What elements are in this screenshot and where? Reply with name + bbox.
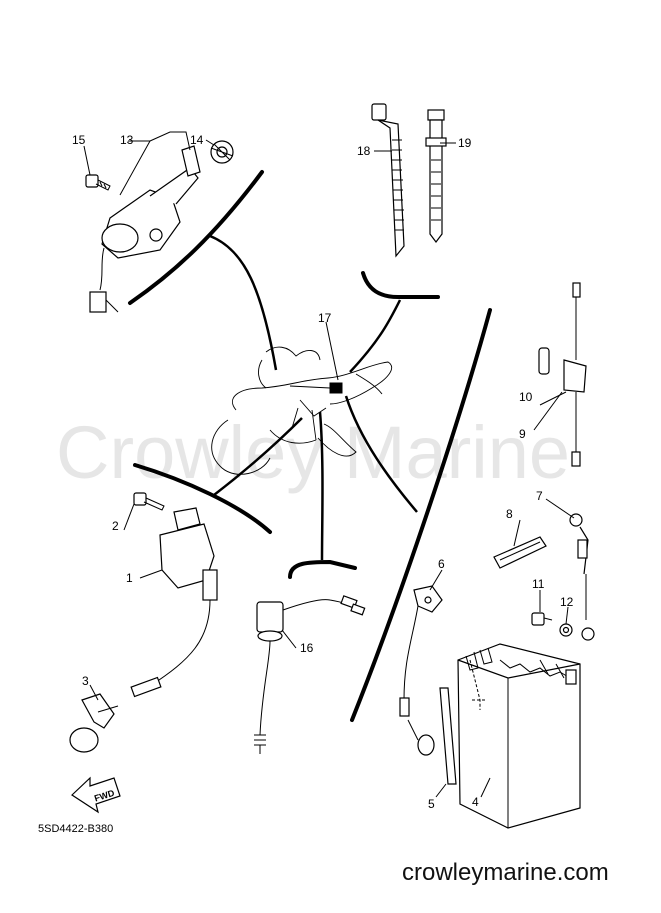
callout-5: 5 <box>428 797 435 811</box>
switch-key-icon <box>210 140 234 164</box>
bolt-2-icon <box>133 492 165 511</box>
callout-19: 19 <box>458 136 472 150</box>
battery-band-8 <box>493 536 547 569</box>
callout-7: 7 <box>536 489 543 503</box>
callout-6: 6 <box>438 557 445 571</box>
watermark-text: Crowley Marine <box>56 411 570 494</box>
callout-12: 12 <box>560 595 574 609</box>
bolt-11-icon <box>531 612 553 626</box>
leader-lines <box>209 234 418 561</box>
callout-14: 14 <box>190 133 204 147</box>
nut-12-icon <box>559 623 573 637</box>
screw-15-icon <box>85 174 111 191</box>
callout-3: 3 <box>82 674 89 688</box>
zone-dividers <box>128 170 492 722</box>
harness-wire <box>289 385 331 389</box>
website-footer: crowleymarine.com <box>402 859 609 886</box>
cable-tie-18 <box>371 103 405 258</box>
callout-16: 16 <box>300 641 314 655</box>
main-switch-assembly <box>89 145 201 313</box>
callout-17: 17 <box>318 311 332 325</box>
callout-13: 13 <box>120 133 134 147</box>
fuse-icon <box>538 347 550 375</box>
ignition-coil-assembly <box>130 507 218 698</box>
callout-8: 8 <box>506 507 513 521</box>
battery-lead-7 <box>569 513 595 641</box>
neutral-switch-assembly <box>254 595 366 754</box>
drawing-code: 5SD4422-B380 <box>38 823 113 835</box>
fwd-arrow-icon: FWD <box>71 776 121 814</box>
battery-lead-6 <box>399 585 443 756</box>
callout-leaders <box>83 131 575 798</box>
switch-coupler-icon <box>89 291 107 313</box>
callout-18: 18 <box>357 144 371 158</box>
callout-9: 9 <box>519 427 526 441</box>
motorcycle-outline <box>211 346 393 475</box>
callout-11: 11 <box>532 577 545 591</box>
spark-plug-cap-icon <box>69 693 119 753</box>
callout-1: 1 <box>126 571 133 585</box>
fuse-holder-assembly <box>563 282 587 467</box>
callout-10: 10 <box>519 390 533 404</box>
breather-hose-5 <box>439 687 457 785</box>
callout-15: 15 <box>72 133 86 147</box>
callout-4: 4 <box>472 795 479 809</box>
wireharness-connector-icon <box>329 382 343 394</box>
callout-2: 2 <box>112 519 119 533</box>
cable-tie-19 <box>425 109 447 243</box>
